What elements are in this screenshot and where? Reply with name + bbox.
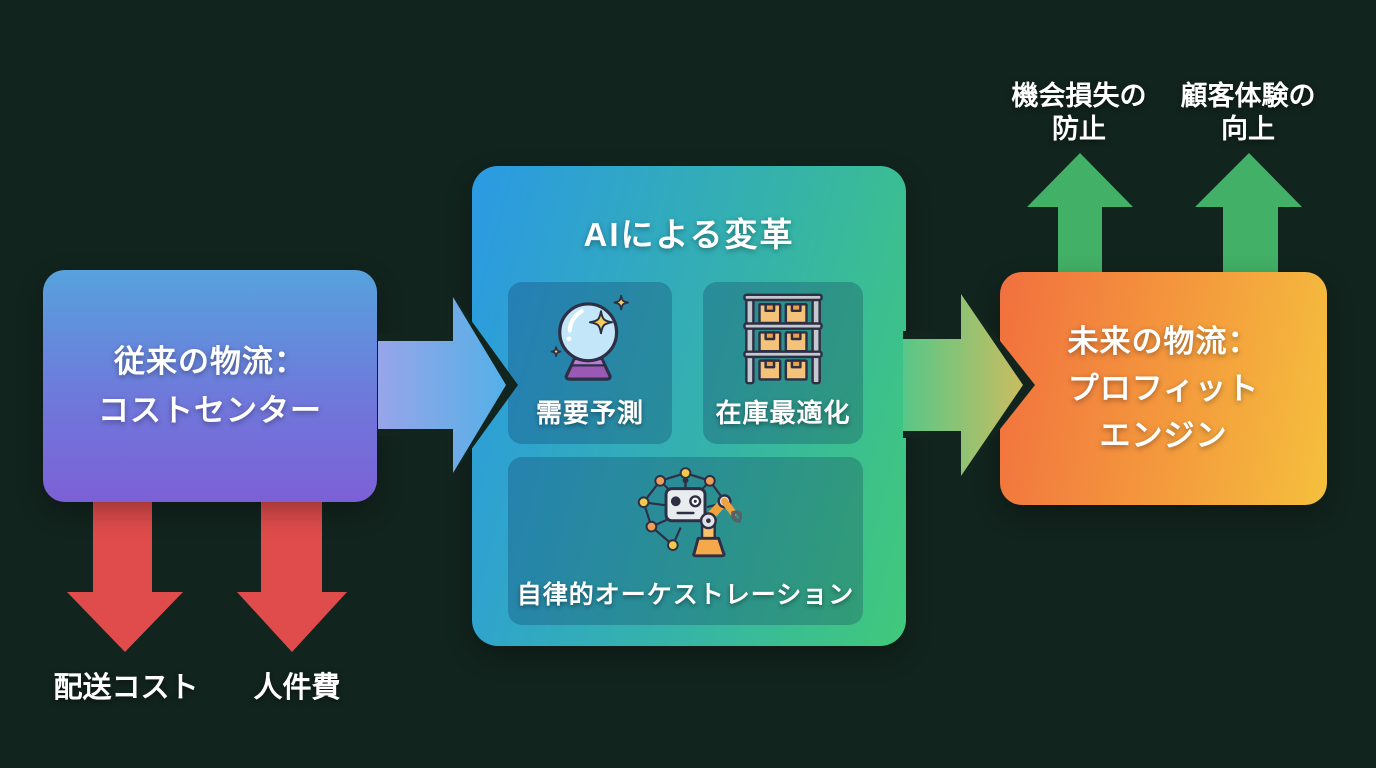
customer-experience-label-line2: 向上 [1221, 114, 1275, 144]
opportunity-loss-label: 機会損失の 防止 [1012, 80, 1147, 146]
inventory-optimization-label: 在庫最適化 [715, 398, 851, 428]
opportunity-loss-label-line2: 防止 [1052, 114, 1106, 144]
demand-forecast-label: 需要予測 [535, 398, 644, 428]
customer-experience-label-line1: 顧客体験の [1180, 81, 1316, 111]
labor-cost-label: 人件費 [253, 672, 341, 704]
right-box-line3: エンジン [1099, 418, 1228, 453]
right-box-line2: プロフィット [1067, 371, 1260, 406]
warehouse-shelf-icon [743, 293, 823, 385]
autonomous-orchestration-card: 自律的オーケストレーション [508, 457, 863, 625]
inventory-optimization-card: 在庫最適化 [703, 282, 863, 444]
autonomous-orchestration-label: 自律的オーケストレーション [516, 581, 855, 609]
labor-cost-arrow [237, 496, 347, 652]
customer-experience-label: 顧客体験の 向上 [1181, 80, 1316, 146]
crystal-ball-icon [550, 294, 629, 381]
traditional-logistics-box: 従来の物流： コストセンター [43, 270, 377, 502]
left-box-line2: コストセンター [98, 393, 322, 428]
delivery-cost-arrow [67, 496, 183, 652]
delivery-cost-label: 配送コスト [53, 672, 199, 704]
robot-network-icon [637, 467, 742, 558]
opportunity-loss-arrow [1027, 153, 1133, 280]
opportunity-loss-label-line1: 機会損失の [1011, 81, 1147, 111]
left-box-line1: 従来の物流： [114, 344, 306, 379]
ai-transformation-title: AIによる変革 [583, 216, 795, 253]
customer-experience-arrow [1195, 153, 1302, 280]
demand-forecast-card: 需要予測 [508, 282, 672, 444]
right-box-line1: 未来の物流： [1067, 324, 1260, 359]
ai-transformation-box: AIによる変革 需要予測 [472, 166, 906, 646]
future-logistics-box: 未来の物流： プロフィット エンジン [1000, 272, 1327, 505]
